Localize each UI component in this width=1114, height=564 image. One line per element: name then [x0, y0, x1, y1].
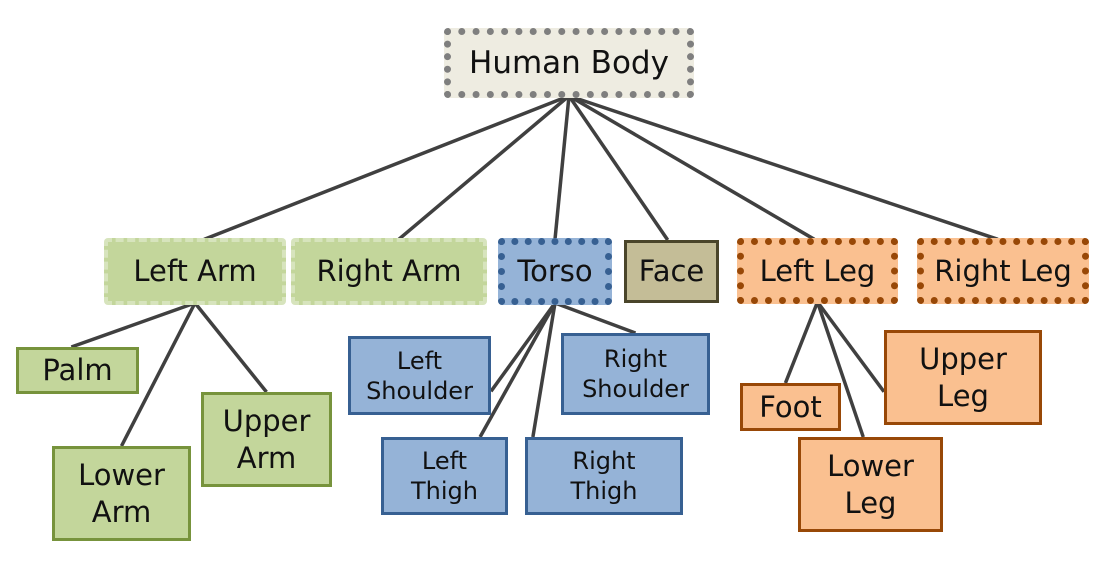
node-label: Lower Arm	[78, 458, 165, 529]
node-right-arm: Right Arm	[291, 238, 487, 305]
node-label: Right Arm	[316, 254, 462, 289]
node-label: Foot	[759, 389, 822, 424]
edge-larm-lowerarm	[119, 302, 197, 447]
node-lower-arm: Lower Arm	[52, 446, 191, 541]
edge-lleg-lowerleg	[815, 301, 865, 438]
edge-torso-rthigh	[531, 302, 557, 438]
node-label: Left Leg	[759, 253, 876, 288]
node-lower-leg: Lower Leg	[798, 437, 943, 532]
node-label: Palm	[42, 353, 113, 388]
node-foot: Foot	[740, 383, 841, 431]
node-upper-arm: Upper Arm	[201, 392, 332, 487]
node-label: Upper Leg	[919, 342, 1007, 413]
node-torso: Torso	[498, 238, 612, 305]
node-left-leg: Left Leg	[737, 238, 898, 304]
node-label: Right Shoulder	[582, 345, 689, 403]
edge-torso-lthigh	[478, 302, 557, 438]
node-palm: Palm	[16, 347, 139, 394]
node-label: Left Thigh	[411, 447, 478, 505]
node-label: Right Thigh	[570, 447, 638, 505]
node-left-shoulder: Left Shoulder	[348, 336, 491, 415]
node-label: Human Body	[469, 44, 669, 81]
node-right-shoulder: Right Shoulder	[561, 333, 710, 415]
node-label: Lower Leg	[827, 449, 914, 520]
edge-root-rarm	[397, 94, 571, 241]
node-label: Upper Arm	[222, 404, 311, 475]
node-left-arm: Left Arm	[104, 238, 286, 305]
edge-lleg-upperleg	[816, 300, 886, 393]
edge-torso-lshoulder	[489, 301, 557, 393]
edge-torso-rshoulder	[554, 301, 637, 335]
node-left-thigh: Left Thigh	[381, 437, 508, 515]
edge-root-torso	[553, 95, 571, 240]
edge-root-face	[567, 94, 670, 241]
edge-root-lleg	[568, 94, 816, 241]
node-right-thigh: Right Thigh	[525, 437, 683, 515]
edge-larm-palm	[70, 301, 196, 349]
node-upper-leg: Upper Leg	[884, 330, 1042, 425]
node-human-body: Human Body	[444, 28, 694, 98]
node-label: Left Shoulder	[366, 346, 473, 405]
node-label: Face	[638, 254, 705, 289]
edge-root-larm	[203, 94, 570, 241]
node-right-leg: Right Leg	[917, 238, 1089, 304]
edge-larm-upperarm	[193, 301, 268, 394]
edge-lleg-foot	[783, 301, 820, 384]
edge-root-rleg	[568, 94, 999, 241]
node-label: Left Arm	[133, 254, 257, 289]
node-face: Face	[624, 240, 719, 303]
node-label: Torso	[517, 254, 593, 289]
node-label: Right Leg	[934, 253, 1072, 288]
